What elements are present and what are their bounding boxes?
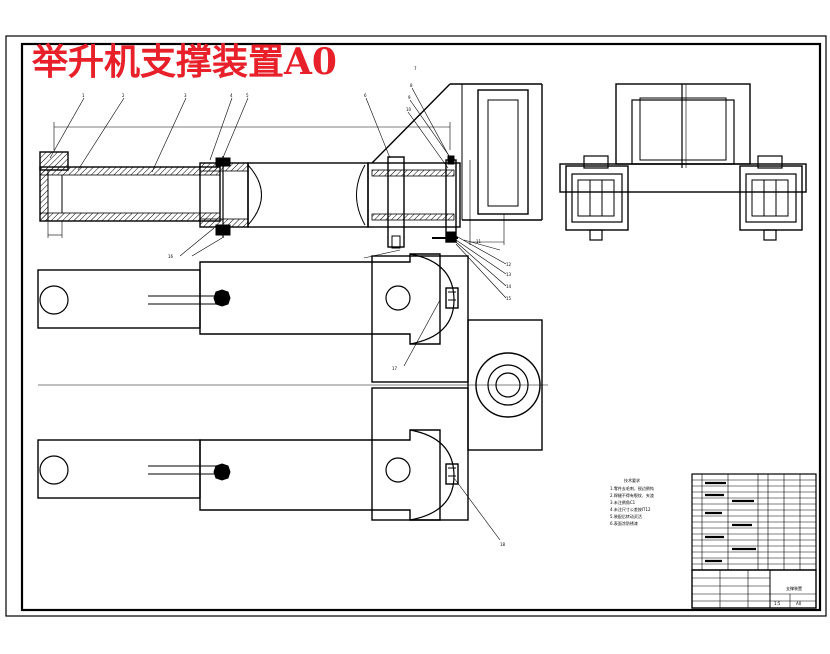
- tech-note-line: 4.未注尺寸公差按IT12: [610, 506, 651, 512]
- balloon-13: 13: [506, 272, 512, 277]
- balloon-15: 15: [506, 296, 512, 301]
- balloon-6: 6: [364, 93, 367, 98]
- balloon-9: 9: [408, 95, 411, 100]
- balloon-12: 12: [506, 262, 512, 267]
- balloon-8: 8: [410, 83, 413, 88]
- title-block-sheet: A0: [796, 601, 802, 606]
- tech-note-line: 6.表面涂防锈漆: [610, 520, 638, 526]
- balloon-1: 1: [82, 93, 85, 98]
- plan-view: [37, 253, 548, 521]
- side-view: [559, 83, 807, 241]
- tech-note-line: 3.未注倒角C1: [610, 499, 636, 505]
- drawing-title: 举升机支撑装置A0: [31, 41, 337, 83]
- balloon-17: 17: [392, 366, 398, 371]
- balloon-18: 18: [500, 542, 506, 547]
- tech-notes-title: 技术要求: [624, 477, 640, 483]
- outer-border: [5, 35, 827, 617]
- title-block-scale: 1:5: [774, 601, 781, 606]
- balloon-7: 7: [414, 66, 417, 71]
- balloon-5: 5: [246, 93, 249, 98]
- tech-note-line: 1.零件去毛刺，锐边倒钝: [610, 485, 654, 491]
- balloon-4: 4: [230, 93, 233, 98]
- title-block-name: 支撑装置: [786, 585, 802, 591]
- technical-notes: 技术要求 1.零件去毛刺，锐边倒钝 2.焊缝不得有裂纹、夹渣 3.未注倒角C1 …: [610, 477, 654, 526]
- front-view: [39, 83, 543, 249]
- balloon-16: 16: [168, 254, 174, 259]
- inner-border: [20, 42, 822, 612]
- balloon-2: 2: [122, 93, 125, 98]
- balloon-14: 14: [506, 284, 512, 289]
- parts-list: [691, 473, 817, 571]
- title-block: [691, 569, 817, 609]
- tech-note-line: 2.焊缝不得有裂纹、夹渣: [610, 492, 654, 498]
- balloon-10: 10: [406, 107, 412, 112]
- balloon-labels: 1 2 3 4 5 6 7 8 9 10 11 12 13 14 15 16 1…: [82, 66, 512, 547]
- balloon-11: 11: [476, 239, 482, 244]
- tech-note-line: 5.装配后转动灵活: [610, 513, 642, 519]
- leader-lines: [49, 87, 507, 541]
- balloon-3: 3: [184, 93, 187, 98]
